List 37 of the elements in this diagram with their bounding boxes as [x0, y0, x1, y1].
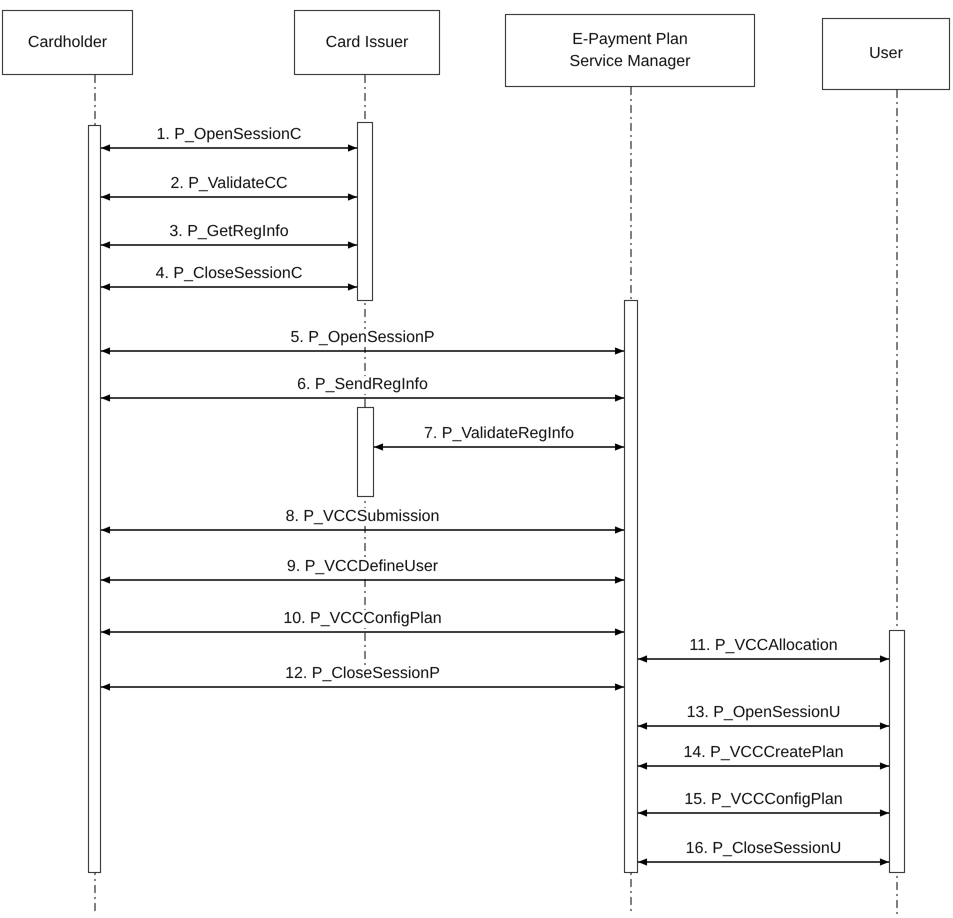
message-label: 6. P_SendRegInfo [295, 376, 430, 394]
message-arrow [638, 722, 889, 730]
message-arrow [638, 655, 889, 663]
lifeline-header: E-Payment Plan Service Manager [505, 14, 755, 87]
message-label: 9. P_VCCDefineUser [284, 558, 440, 576]
message-arrow [101, 241, 357, 249]
activation-bar [357, 122, 373, 301]
message-label: 2. P_ValidateCC [168, 175, 290, 193]
activation-bar [889, 630, 905, 873]
message-arrow [638, 762, 889, 770]
message-arrow [101, 526, 624, 534]
message-arrow [638, 809, 889, 817]
activation-bar [357, 407, 374, 497]
message-arrow [101, 193, 357, 201]
message-label: 3. P_GetRegInfo [167, 223, 291, 241]
message-arrow [101, 283, 357, 291]
message-arrow [101, 394, 624, 402]
message-label: 5. P_OpenSessionP [288, 329, 437, 347]
message-arrow [101, 683, 624, 691]
message-arrow [101, 576, 624, 584]
message-arrow [374, 443, 624, 451]
message-label: 4. P_CloseSessionC [154, 265, 304, 283]
message-label: 12. P_CloseSessionP [283, 665, 442, 683]
lifeline-header: Cardholder [2, 10, 133, 75]
message-arrow [101, 144, 357, 152]
message-arrow [101, 347, 624, 355]
lifeline-header: Card Issuer [294, 10, 440, 75]
message-label: 7. P_ValidateRegInfo [422, 425, 576, 443]
message-label: 8. P_VCCSubmission [284, 508, 442, 526]
message-arrow [638, 858, 889, 866]
lifeline-header: User [822, 18, 950, 90]
message-label: 13. P_OpenSessionU [684, 704, 842, 722]
message-label: 1. P_OpenSessionC [154, 126, 304, 144]
activation-bar [624, 300, 638, 873]
message-arrow [101, 628, 624, 636]
activation-bar [88, 125, 101, 873]
message-label: 16. P_CloseSessionU [684, 840, 844, 858]
